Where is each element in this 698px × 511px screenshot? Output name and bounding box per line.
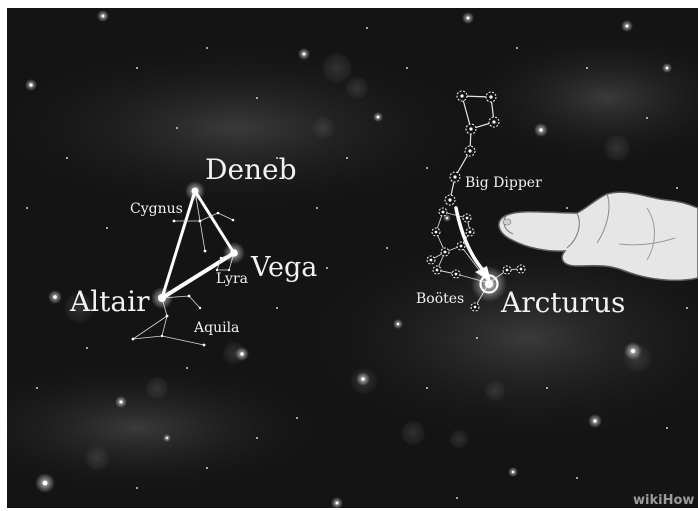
star-map-canvas: Deneb Vega Altair Cygnus Lyra Aquila Big… [7,8,698,508]
label-vega: Vega [250,252,317,283]
label-deneb: Deneb [205,153,297,186]
label-lyra: Lyra [216,271,248,287]
label-bootes: Boötes [416,291,464,307]
label-altair: Altair [69,285,150,318]
watermark: wikiHow [633,493,694,508]
label-arcturus: Arcturus [500,286,625,319]
star-map: Deneb Vega Altair Cygnus Lyra Aquila Big… [7,8,698,508]
label-aquila: Aquila [193,320,239,336]
label-cygnus: Cygnus [130,201,183,217]
label-big-dipper: Big Dipper [465,175,542,191]
